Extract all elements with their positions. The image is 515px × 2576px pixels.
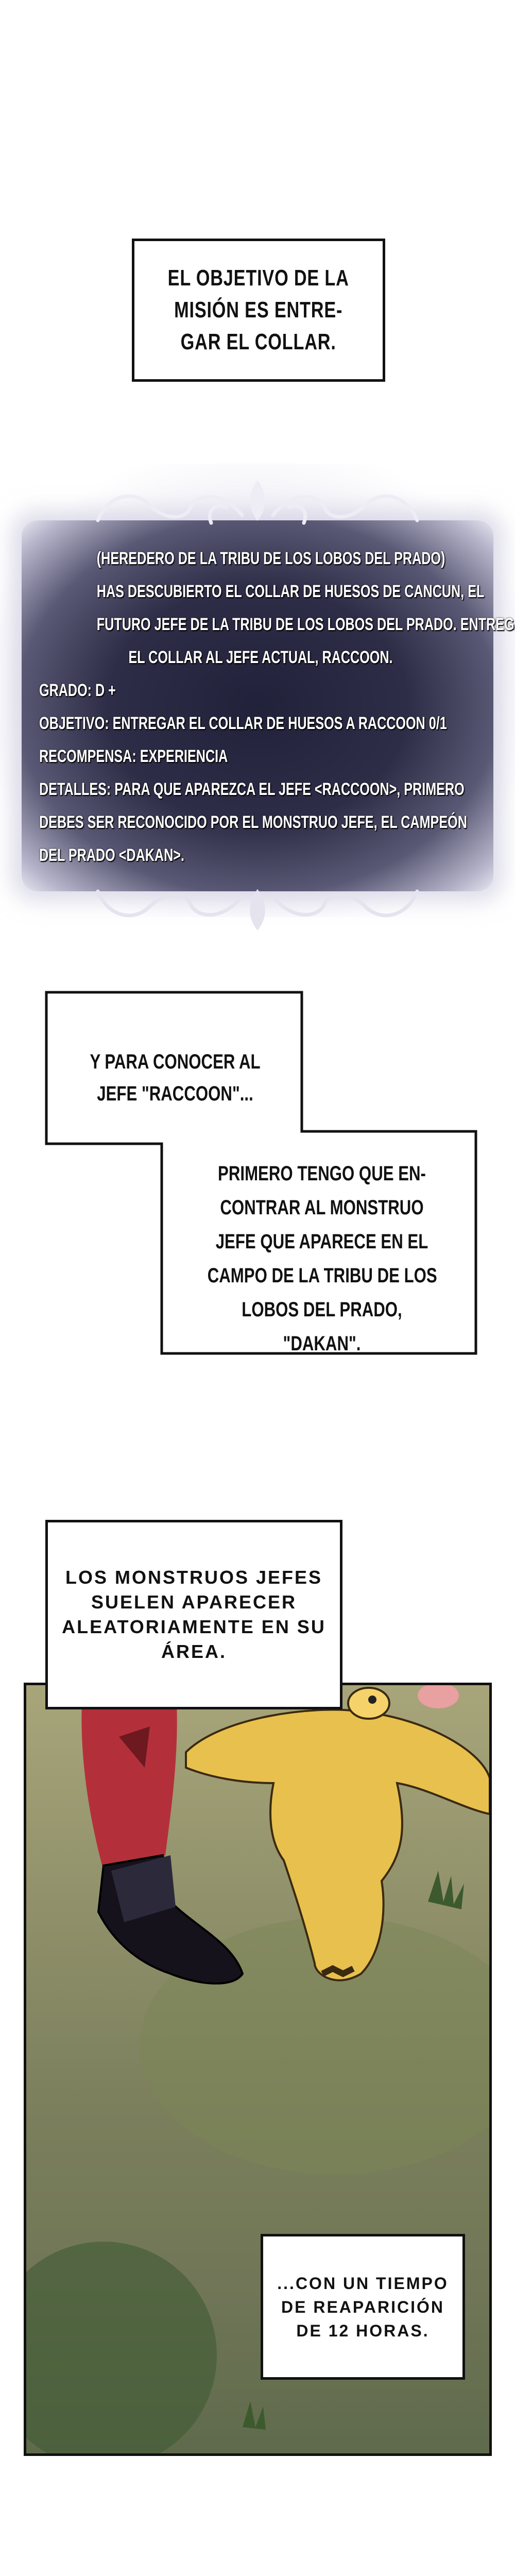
comic-panel-meadow	[24, 1683, 492, 2456]
thought-text-2: PRIMERO TENGO QUE EN- CONTRAR AL MONSTRU…	[175, 1157, 469, 1361]
caption-line: SUELEN APARECER	[91, 1591, 297, 1613]
quest-reward: RECOMPENSA: EXPERIENCIA	[39, 747, 228, 766]
thought-box-outline	[45, 991, 477, 1355]
thought-line: Y PARA CONOCER AL	[90, 1050, 261, 1073]
quest-window	[22, 520, 493, 891]
caption-line: EL OBJETIVO DE LA	[167, 265, 350, 291]
quest-details-line: DETALLES: PARA QUE APAREZCA EL JEFE <RAC…	[39, 779, 465, 799]
thought-line: CONTRAR AL MONSTRUO	[220, 1196, 424, 1219]
scene-illustration	[26, 1685, 489, 2453]
quest-text: (HEREDERO DE LA TRIBU DE LOS LOBOS DEL P…	[39, 542, 515, 872]
thought-line: "DAKAN".	[283, 1332, 361, 1355]
caption-line: MISIÓN ES ENTRE-	[174, 297, 343, 323]
caption-line: ALEATORIAMENTE EN SU	[62, 1616, 326, 1637]
caption-box-respawn: ...CON UN TIEMPO DE REAPARICIÓN DE 12 HO…	[261, 2234, 465, 2380]
caption-line: DE REAPARICIÓN	[281, 2297, 444, 2316]
thought-line: JEFE QUE APARECE EN EL	[215, 1230, 428, 1253]
thought-boxes: Y PARA CONOCER AL JEFE "RACCOON"... PRIM…	[0, 979, 515, 1370]
quest-description-line: FUTURO JEFE DE LA TRIBU DE LOS LOBOS DEL…	[96, 615, 515, 634]
quest-objective: OBJETIVO: ENTREGAR EL COLLAR DE HUESOS A…	[39, 714, 447, 733]
caption-line: ...CON UN TIEMPO	[277, 2274, 449, 2293]
thought-line: CAMPO DE LA TRIBU DE LOS	[207, 1264, 437, 1287]
caption-line: ÁREA.	[161, 1641, 227, 1662]
black-boot-illustration	[97, 1854, 244, 1985]
caption-line: DE 12 HORAS.	[296, 2321, 430, 2340]
caption-box-boss-spawn: LOS MONSTRUOS JEFES SUELEN APARECER ALEA…	[45, 1520, 342, 1709]
ornament-bottom-icon	[96, 889, 419, 930]
caption-line: GAR EL COLLAR.	[180, 329, 337, 354]
caption-line: LOS MONSTRUOS JEFES	[65, 1567, 323, 1588]
thought-line: JEFE "RACCOON"...	[97, 1082, 253, 1105]
quest-details-line: DEL PRADO <DAKAN>.	[39, 845, 184, 865]
caption-box-objective: EL OBJETIVO DE LA MISIÓN ES ENTRE- GAR E…	[132, 239, 385, 382]
quest-description-line: EL COLLAR AL JEFE ACTUAL, RACCOON.	[128, 648, 393, 667]
quest-title: (HEREDERO DE LA TRIBU DE LOS LOBOS DEL P…	[96, 549, 445, 568]
thought-text-1: Y PARA CONOCER AL JEFE "RACCOON"...	[62, 1046, 288, 1110]
thought-line: PRIMERO TENGO QUE EN-	[218, 1162, 426, 1185]
red-trouser-leg-illustration	[81, 1685, 177, 1871]
thought-line: LOBOS DEL PRADO,	[242, 1298, 402, 1321]
bear-monster-illustration	[185, 1685, 489, 1981]
ornament-top-icon	[96, 480, 419, 525]
quest-description-line: HAS DESCUBIERTO EL COLLAR DE HUESOS DE C…	[96, 582, 485, 601]
quest-grade: GRADO: D +	[39, 681, 116, 700]
quest-details-line: DEBES SER RECONOCIDO POR EL MONSTRUO JEF…	[39, 812, 467, 832]
